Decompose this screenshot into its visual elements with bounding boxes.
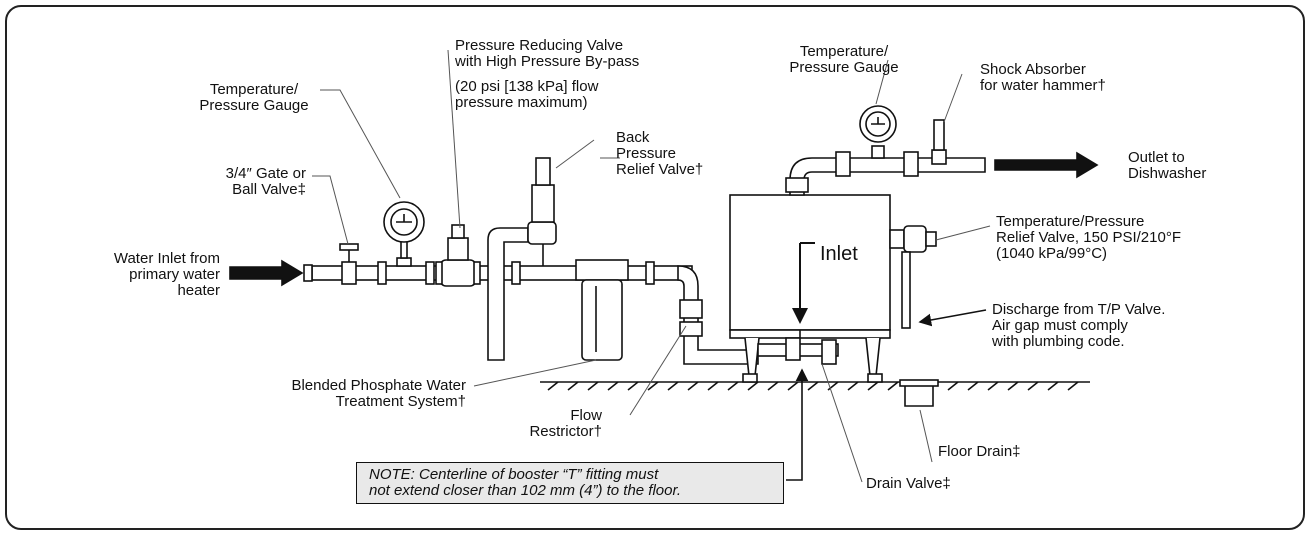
note-leader-arrow [786, 368, 809, 481]
floor-drain [904, 382, 934, 407]
pressure-gauge-right [859, 105, 897, 159]
tp-relief-valve [889, 225, 937, 329]
tp-relief-label: Temperature/Pressure Relief Valve, 150 P… [996, 213, 1181, 262]
pressure-reducing-valve [435, 224, 481, 287]
discharge-label: Discharge from T/P Valve. Air gap must c… [992, 301, 1166, 350]
discharge-leader-arrow [918, 309, 987, 327]
temp-gauge-right-label: Temperature/ Pressure Gauge [789, 43, 899, 76]
drain-valve-label: Drain Valve‡ [866, 475, 951, 492]
water-inlet-label: Water Inlet from primary water heater [113, 250, 220, 299]
prv-label: Pressure Reducing Valve with High Pressu… [455, 37, 640, 70]
back-pressure-relief-valve [527, 157, 557, 266]
phosphate-label: Blended Phosphate Water Treatment System… [291, 377, 466, 410]
leader-lines [312, 49, 991, 483]
booster-tank [729, 194, 891, 383]
gate-valve [339, 243, 359, 285]
drain-valve [757, 337, 839, 365]
outlet-arrow [994, 151, 1099, 179]
phosphate-filter [575, 259, 629, 361]
diagram-frame [5, 5, 1305, 530]
bypass-pipe [487, 227, 529, 361]
back-pressure-label: Back Pressure Relief Valve† [616, 129, 704, 178]
shock-absorber [931, 119, 947, 165]
floor-drain-label: Floor Drain‡ [938, 443, 1021, 460]
tank-inlet-arrow [792, 242, 815, 324]
floor-line [540, 381, 1090, 391]
gate-valve-label: 3/4″ Gate or Ball Valve‡ [225, 165, 306, 198]
riser-pipe [677, 265, 759, 365]
pressure-gauge-left [383, 201, 425, 267]
prv-note-label: (20 psi [138 kPa] flow pressure maximum) [455, 78, 599, 111]
shock-absorber-label: Shock Absorber for water hammer† [980, 61, 1106, 94]
temp-gauge-left-label: Temperature/ Pressure Gauge [199, 81, 309, 114]
outlet-pipe [789, 157, 986, 196]
water-inlet-arrow [229, 259, 304, 287]
note-box: NOTE: Centerline of booster “T” fitting … [356, 462, 784, 504]
inlet-label: Inlet [820, 243, 858, 265]
outlet-label: Outlet to Dishwasher [1128, 149, 1207, 182]
flow-restrictor-label: Flow Restrictor† [529, 407, 602, 440]
